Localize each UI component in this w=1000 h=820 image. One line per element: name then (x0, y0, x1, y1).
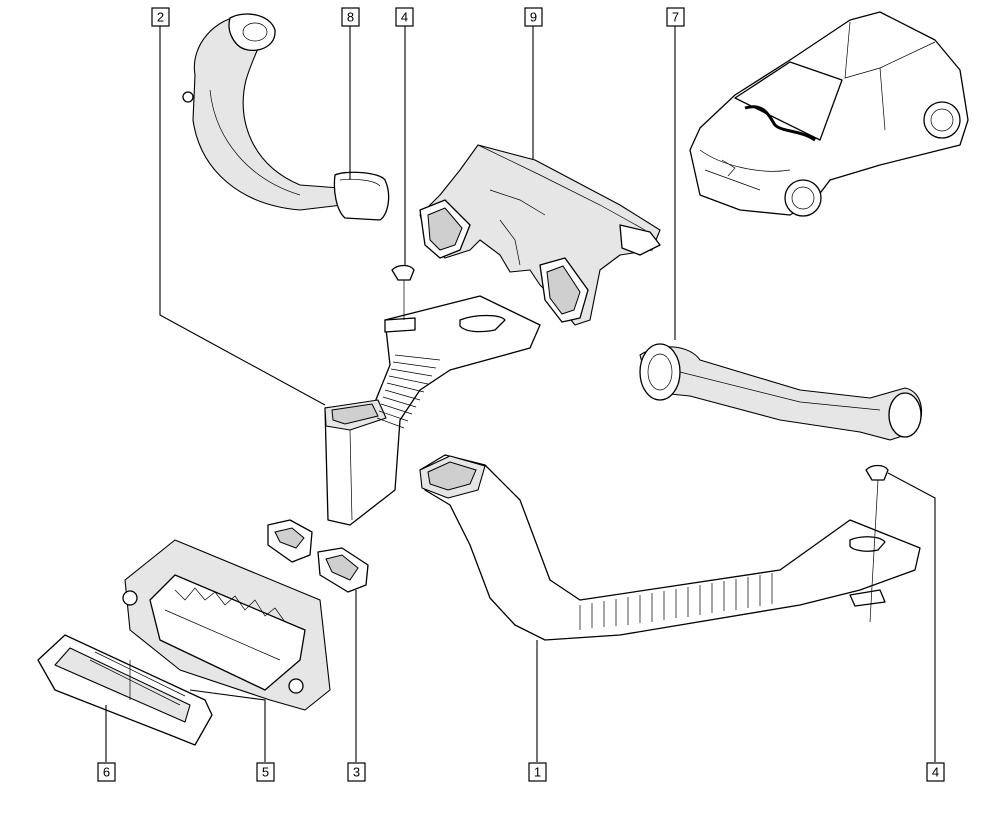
callout-2: 2 (151, 7, 170, 27)
part-5-console-vent-housing (122, 539, 331, 711)
part-9-distributor-housing (419, 144, 661, 326)
leader-lines (105, 26, 936, 762)
callout-5-label: 5 (262, 765, 269, 780)
callout-3: 3 (347, 762, 366, 782)
leader-5 (189, 689, 266, 762)
callout-5: 5 (256, 762, 275, 782)
part-6-grille-frame (37, 634, 213, 746)
callout-7: 7 (666, 7, 685, 27)
callout-1-label: 1 (534, 765, 541, 780)
callout-3-label: 3 (353, 765, 360, 780)
callout-9: 9 (524, 7, 543, 27)
callout-4-top-label: 4 (401, 10, 408, 25)
callout-2-label: 2 (157, 10, 164, 25)
callout-4-top: 4 (395, 7, 414, 27)
callout-6: 6 (97, 762, 116, 782)
part-8-upper-curved-duct (182, 13, 390, 221)
part-4-clip-lower (865, 464, 889, 623)
part-7-right-curved-duct (639, 343, 923, 441)
part-2-left-vertical-duct (324, 295, 541, 526)
part-1-ribbed-section (579, 573, 773, 630)
vehicle-location-illustration (689, 11, 969, 217)
part-2-ribbed-section (376, 354, 441, 429)
part-3-clip-pair (267, 519, 369, 593)
callout-6-label: 6 (103, 765, 110, 780)
callout-4-bottom-label: 4 (932, 765, 939, 780)
part-1-long-lower-duct (419, 454, 921, 641)
callout-8-label: 8 (347, 10, 354, 25)
part-4-clip-upper (391, 264, 415, 320)
callout-7-label: 7 (672, 10, 679, 25)
callout-8: 8 (341, 7, 360, 27)
leader-2 (159, 26, 326, 406)
callout-9-label: 9 (530, 10, 537, 25)
callout-4-bottom: 4 (926, 762, 945, 782)
leader-4b (887, 472, 936, 762)
callout-1: 1 (528, 762, 547, 782)
